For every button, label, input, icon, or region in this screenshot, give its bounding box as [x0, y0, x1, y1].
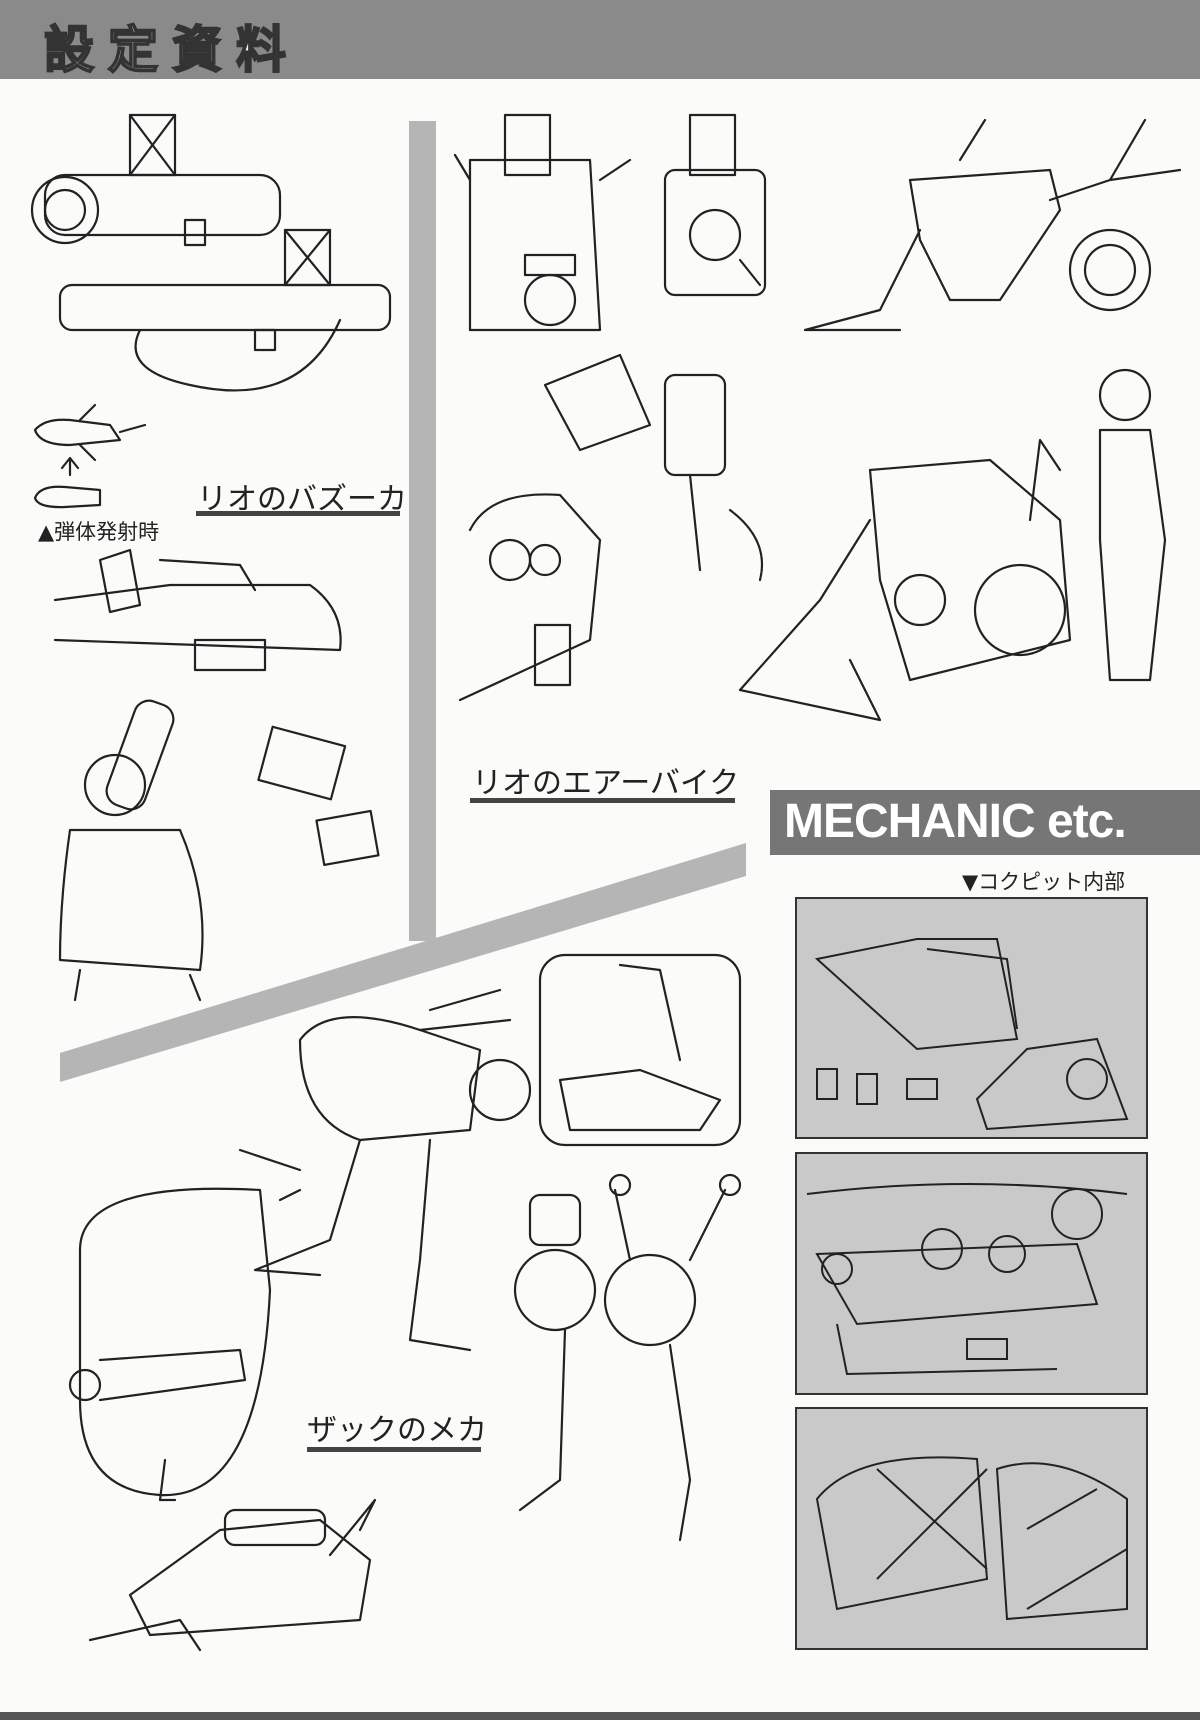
underline: [196, 511, 400, 516]
zack-mech-sketch-low: [88, 1498, 377, 1652]
cockpit-panel-2: [795, 1152, 1148, 1395]
airbike-with-rio-sketch: [738, 368, 1167, 722]
cockpit-sketch-2: [806, 1183, 1128, 1376]
zack-mech-sketch-main: [238, 988, 532, 1352]
bazooka-closeup-sketch: [53, 548, 342, 672]
airbike-sketch-front: [453, 113, 632, 332]
mechanic-banner: MECHANIC etc.: [770, 790, 1200, 855]
airbike-sketch-top: [663, 113, 767, 297]
underline: [307, 1447, 481, 1452]
bazooka-sketch-1: [30, 113, 282, 247]
cockpit-sketch-3: [815, 1456, 1128, 1621]
airbike-sketch-angled: [543, 353, 764, 582]
section-label-zack-mech: ザックのメカ: [307, 1413, 487, 1448]
page-header: 設定資料: [0, 0, 1200, 80]
page-bottom-edge: [0, 1712, 1200, 1720]
bazooka-sketch-2: [58, 228, 392, 392]
diagonal-divider: [60, 843, 746, 1082]
airbike-sketch-side: [803, 118, 1182, 332]
caption-projectile-launch: ▲弾体発射時: [38, 520, 160, 544]
arm-strap-sketch: [68, 1187, 272, 1502]
projectile-sketch: [33, 403, 147, 509]
page-title: 設定資料: [43, 20, 300, 80]
cockpit-panel-3: [795, 1407, 1148, 1650]
mechanic-banner-text: MECHANIC etc.: [784, 795, 1127, 848]
section-label-airbike: リオのエアーバイク: [472, 766, 740, 801]
zack-mech-cockpit-sketch: [538, 953, 742, 1147]
zack-mech-sketch-front: [513, 1173, 742, 1542]
caption-cockpit-interior: ▼コクピット内部: [962, 870, 1126, 894]
underline: [470, 798, 735, 803]
airbike-cockpit-sketch: [458, 493, 602, 702]
rio-with-bazooka-sketch: [58, 699, 380, 1002]
cockpit-sketch-1: [814, 938, 1129, 1131]
cockpit-panel-1: [795, 897, 1148, 1139]
vertical-divider: [409, 121, 436, 941]
